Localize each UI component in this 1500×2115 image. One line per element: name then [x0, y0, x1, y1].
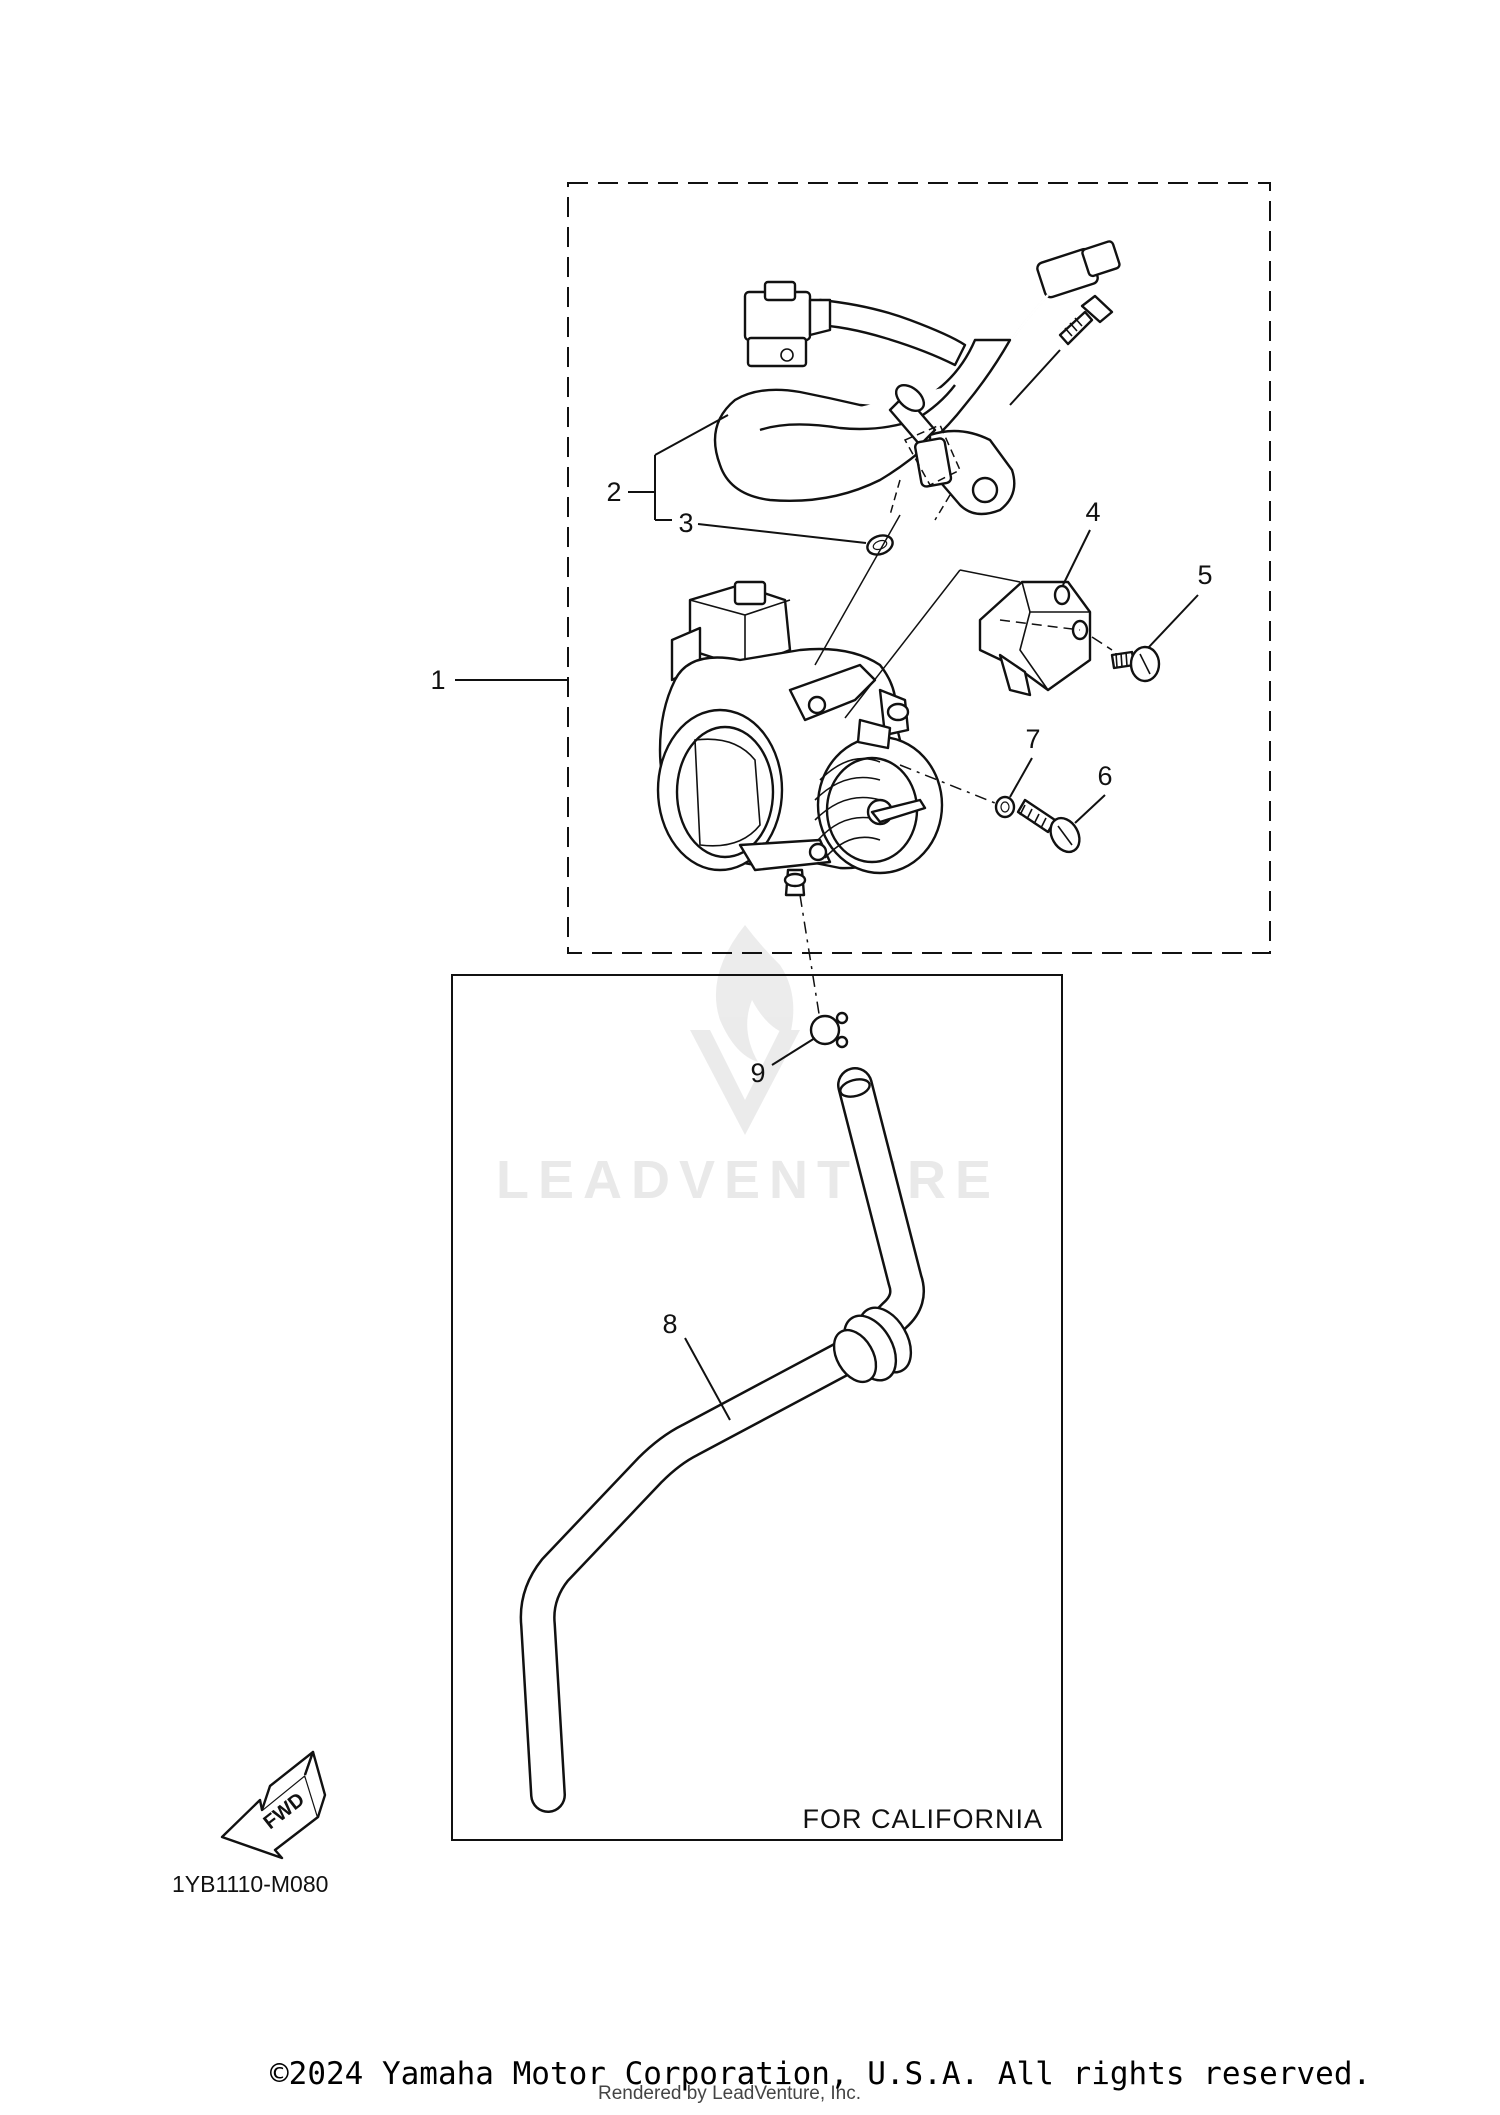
- callout-4: 4: [1085, 497, 1100, 527]
- throttle-body: [656, 580, 944, 897]
- alignment-lines: [799, 514, 1113, 1021]
- assembly-box-dashed: [567, 182, 1271, 954]
- callout-2: 2: [606, 477, 621, 507]
- vent-hose-8: [519, 1067, 925, 1813]
- callout-1: 1: [430, 665, 445, 695]
- california-box-label: FOR CALIFORNIA: [802, 1804, 1043, 1834]
- callout-7: 7: [1025, 724, 1040, 754]
- hose-clamp-9: [809, 1011, 849, 1049]
- callout-8: 8: [662, 1309, 677, 1339]
- o-ring-3: [866, 534, 894, 556]
- o-ring-7: [994, 795, 1016, 819]
- sensor-harness: [713, 240, 1121, 521]
- harness-screw: [1009, 294, 1114, 406]
- california-box: [451, 974, 1063, 1841]
- callout-3: 3: [678, 508, 693, 538]
- screw-6: [1016, 798, 1081, 854]
- screw-5: [1110, 645, 1161, 683]
- leader-lines: [455, 414, 1199, 1421]
- callout-5: 5: [1197, 560, 1212, 590]
- rendered-by-notice: Rendered by LeadVenture, Inc.: [598, 2083, 862, 2104]
- watermark-logo: [690, 925, 800, 1135]
- diagram-reference: 1YB1110-M080: [172, 1871, 328, 1897]
- bracket-4: [978, 580, 1092, 697]
- copyright-notice: ©2024 Yamaha Motor Corporation, U.S.A. A…: [270, 2056, 1372, 2092]
- fwd-arrow-icon: FWD: [220, 1750, 327, 1860]
- watermark-text: LEADVENTURE: [496, 1150, 1000, 1210]
- callout-6: 6: [1097, 761, 1112, 791]
- callout-9: 9: [750, 1058, 765, 1088]
